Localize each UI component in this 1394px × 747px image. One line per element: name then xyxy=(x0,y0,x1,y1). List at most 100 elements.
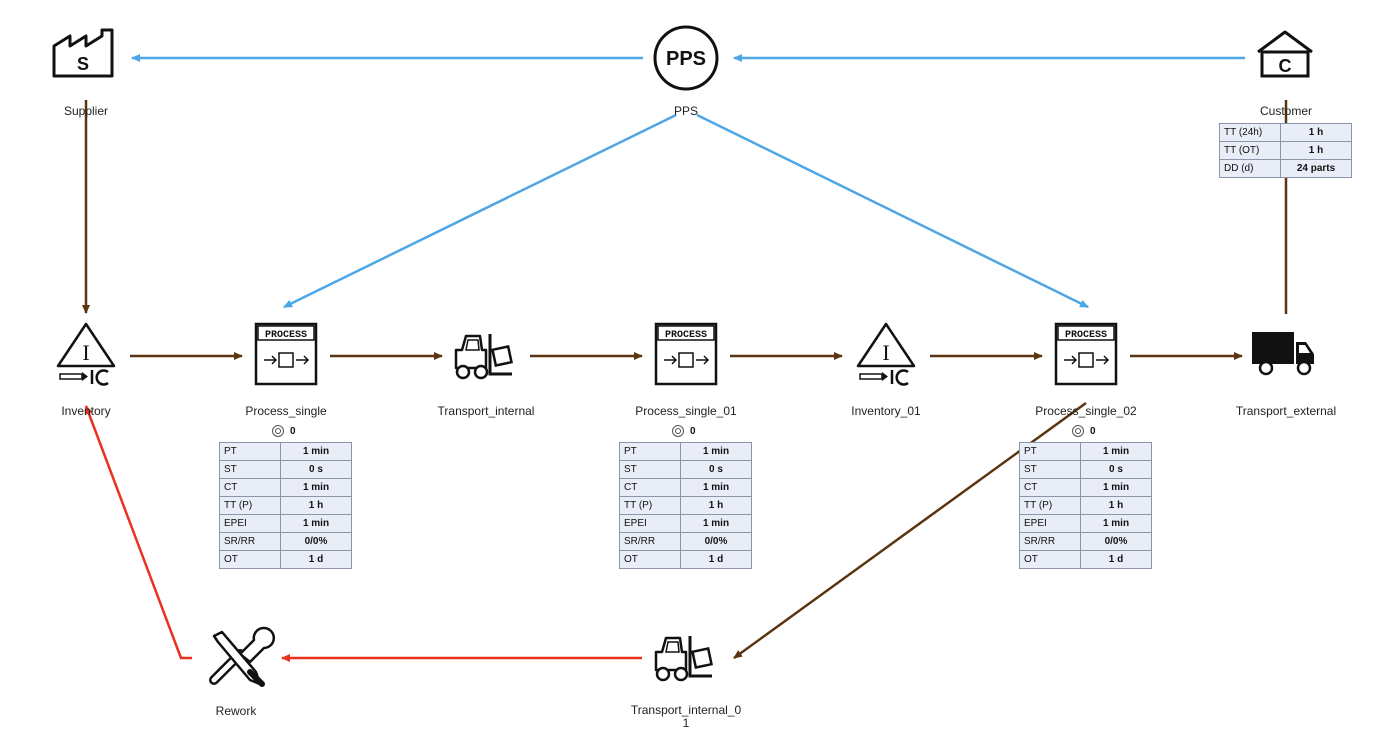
operator-icon xyxy=(272,425,284,437)
tools-icon[interactable] xyxy=(209,626,276,687)
rework-label: Rework xyxy=(215,704,257,718)
inventory-label: Inventory xyxy=(61,404,111,418)
table-row: TT (P)1 h xyxy=(1019,496,1152,515)
table-value: 1 min xyxy=(280,514,352,533)
rework-flow-rework-inventory xyxy=(84,405,192,660)
table-key: TT (P) xyxy=(619,496,681,515)
process-single-01-label: Process_single_01 xyxy=(635,404,737,418)
inventory-01-triangle-icon[interactable]: I xyxy=(856,322,916,386)
process-box-icon[interactable]: PROCESS xyxy=(254,322,318,386)
factory-icon[interactable]: S xyxy=(52,28,114,78)
svg-text:PPS: PPS xyxy=(666,48,706,70)
customer-data-table: TT (24h)1 h TT (OT)1 h DD (d)24 parts xyxy=(1219,123,1352,178)
supplier-label: Supplier xyxy=(63,104,109,118)
transport-internal-01-label-line1: Transport_internal_0 xyxy=(630,703,742,717)
svg-text:PROCESS: PROCESS xyxy=(665,330,707,341)
table-value: 0/0% xyxy=(280,532,352,551)
table-key: EPEI xyxy=(219,514,281,533)
table-value: 1 d xyxy=(280,550,352,569)
table-value: 1 h xyxy=(1280,141,1352,160)
operator-count-process-single: 0 xyxy=(272,425,296,437)
process-single-02-label: Process_single_02 xyxy=(1035,404,1137,418)
transport-external-label: Transport_external xyxy=(1235,404,1337,418)
table-row: TT (P)1 h xyxy=(619,496,752,515)
transport-internal-01-label-line2: 1 xyxy=(682,716,690,730)
table-value: 1 h xyxy=(280,496,352,515)
transport-internal-label: Transport_internal xyxy=(437,404,535,418)
table-value: 0 s xyxy=(680,460,752,479)
house-icon[interactable]: C xyxy=(1257,30,1313,78)
inventory-triangle-icon[interactable]: I xyxy=(56,322,116,386)
info-flow-pps-process-single-02 xyxy=(696,113,1089,309)
operator-count-process-single-01: 0 xyxy=(672,425,696,437)
svg-text:I: I xyxy=(82,340,89,365)
table-key: PT xyxy=(219,442,281,461)
process-01-box-icon[interactable]: PROCESS xyxy=(654,322,718,386)
table-key: ST xyxy=(219,460,281,479)
table-value: 1 min xyxy=(1080,514,1152,533)
table-value: 0 s xyxy=(280,460,352,479)
table-key: SR/RR xyxy=(219,532,281,551)
table-value: 0/0% xyxy=(1080,532,1152,551)
table-key: ST xyxy=(1019,460,1081,479)
table-value: 1 h xyxy=(1080,496,1152,515)
operator-icon xyxy=(1072,425,1084,437)
operator-count-value: 0 xyxy=(1090,425,1096,437)
svg-text:S: S xyxy=(77,54,89,74)
table-key: SR/RR xyxy=(619,532,681,551)
table-value: 1 min xyxy=(680,478,752,497)
table-key: PT xyxy=(1019,442,1081,461)
transport-internal-01-label: Transport_internal_0 1 xyxy=(616,704,756,730)
svg-text:C: C xyxy=(1279,56,1292,76)
table-key: TT (P) xyxy=(1019,496,1081,515)
table-key: OT xyxy=(619,550,681,569)
table-value: 1 min xyxy=(280,442,352,461)
table-key: SR/RR xyxy=(1019,532,1081,551)
process-single-label: Process_single xyxy=(245,404,327,418)
table-value: 0 s xyxy=(1080,460,1152,479)
pps-circle-icon[interactable]: PPS xyxy=(653,25,719,91)
table-key: OT xyxy=(219,550,281,569)
table-key: CT xyxy=(619,478,681,497)
operator-icon xyxy=(672,425,684,437)
table-value: 1 d xyxy=(680,550,752,569)
table-key: OT xyxy=(1019,550,1081,569)
table-key: EPEI xyxy=(1019,514,1081,533)
table-value: 1 min xyxy=(1080,442,1152,461)
table-key: CT xyxy=(1019,478,1081,497)
operator-count-value: 0 xyxy=(690,425,696,437)
truck-icon[interactable] xyxy=(1252,332,1314,376)
svg-text:PROCESS: PROCESS xyxy=(1065,330,1107,341)
table-row: TT (OT)1 h xyxy=(1219,141,1352,160)
inventory-01-label: Inventory_01 xyxy=(851,404,921,418)
table-key: DD (d) xyxy=(1219,159,1281,178)
table-value: 1 min xyxy=(680,442,752,461)
table-key: ST xyxy=(619,460,681,479)
forklift-01-icon[interactable] xyxy=(654,636,713,682)
process-02-box-icon[interactable]: PROCESS xyxy=(1054,322,1118,386)
table-key: TT (24h) xyxy=(1219,123,1281,142)
table-value: 1 h xyxy=(680,496,752,515)
table-key: CT xyxy=(219,478,281,497)
forklift-icon[interactable] xyxy=(454,334,513,380)
svg-text:PROCESS: PROCESS xyxy=(265,330,307,341)
table-key: EPEI xyxy=(619,514,681,533)
table-value: 0/0% xyxy=(680,532,752,551)
table-row: DD (d)24 parts xyxy=(1219,159,1352,178)
